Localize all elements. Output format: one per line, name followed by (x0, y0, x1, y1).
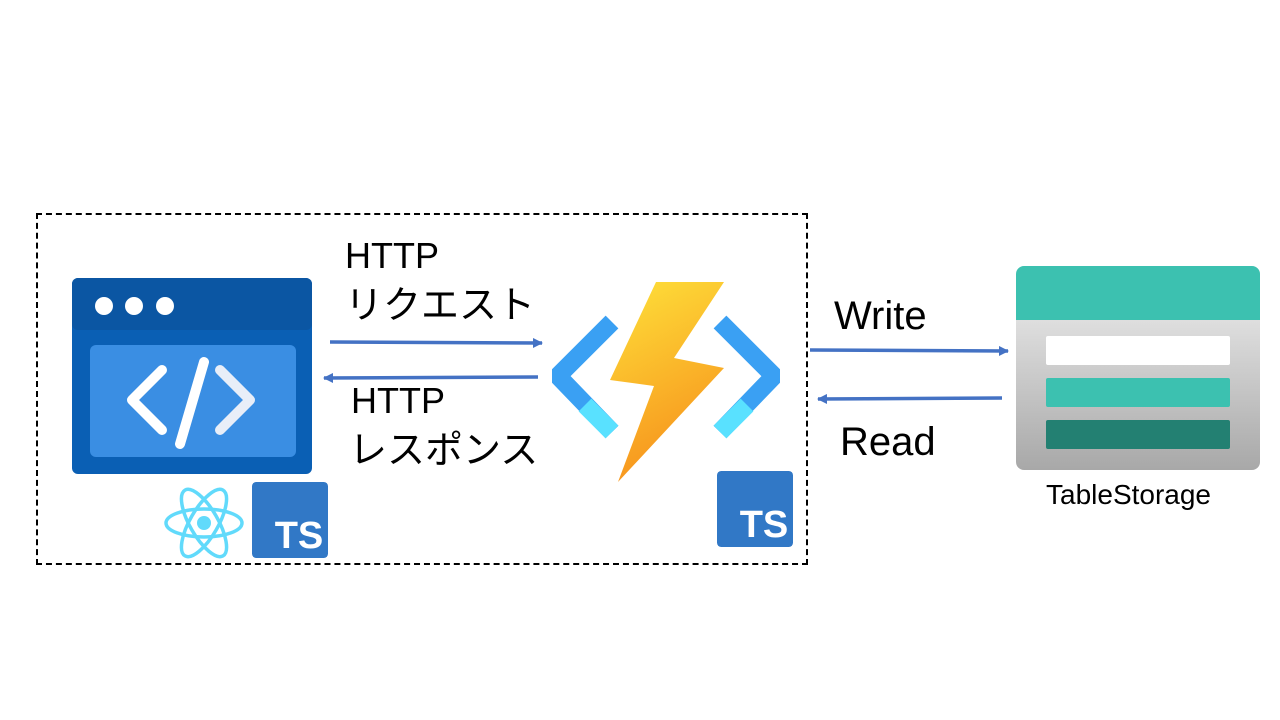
table-storage-icon (1016, 266, 1260, 470)
web-app-code-icon (72, 278, 312, 474)
azure-functions-icon (552, 282, 780, 482)
read-arrow (817, 393, 1003, 404)
react-icon (164, 487, 244, 559)
typescript-badge-text: TS (275, 515, 324, 557)
request-label-protocol: HTTP (345, 235, 439, 276)
table-storage-label: TableStorage (1046, 479, 1212, 510)
response-arrow (323, 372, 539, 383)
response-label-text: レスポンス (349, 428, 539, 472)
read-label: Read (840, 420, 936, 464)
response-label-protocol: HTTP (351, 380, 445, 421)
typescript-icon: TS (717, 471, 793, 547)
write-arrow (809, 345, 1009, 356)
request-arrow (329, 337, 543, 348)
write-label: Write (834, 294, 927, 338)
request-label-text: リクエスト (345, 283, 536, 327)
app-boundary (36, 213, 808, 565)
typescript-icon: TS (252, 482, 328, 558)
typescript-badge-text: TS (740, 504, 789, 546)
